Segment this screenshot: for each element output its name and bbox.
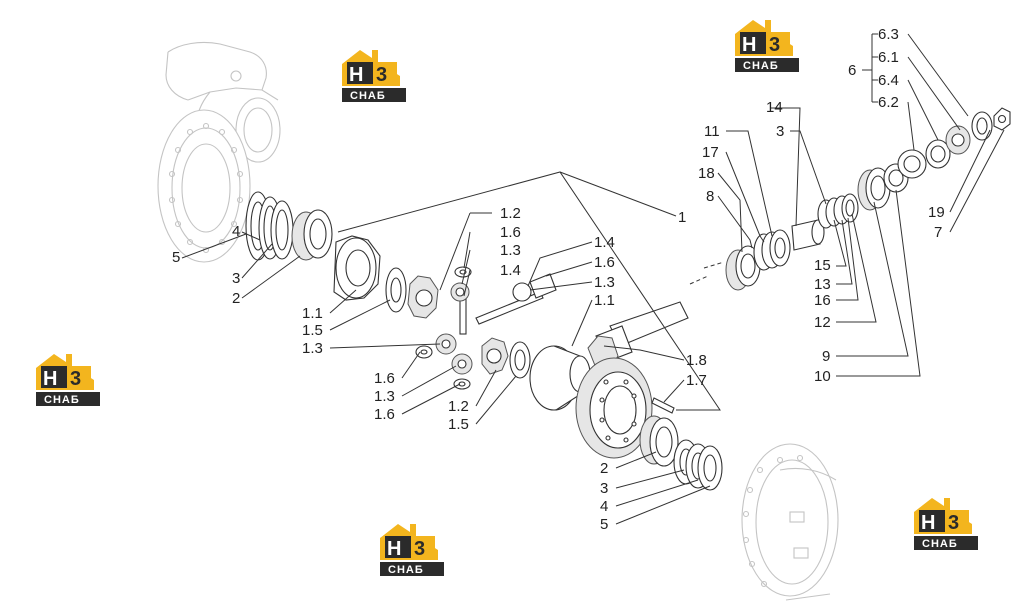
label-10: 10 [814, 368, 831, 385]
label-16: 16 [814, 292, 831, 309]
label-11: 11 [704, 123, 720, 140]
label-13: 13 [814, 276, 831, 293]
washer-small-c [453, 378, 471, 390]
label-1-1-right: 1.1 [594, 292, 615, 309]
logo-watermark-5: CHAБ [914, 498, 978, 550]
label-3-upper: 3 [776, 123, 784, 140]
label-1-5-lower: 1.5 [448, 416, 469, 433]
label-1-3-left: 1.3 [302, 340, 323, 357]
label-2-left: 2 [232, 290, 240, 307]
thrust-washer-left [385, 267, 407, 313]
crown-bolt [651, 397, 675, 414]
axle-housing-right [741, 443, 839, 601]
input-bearing [725, 245, 761, 291]
shim-stack-left [753, 229, 791, 271]
crown-wheel [575, 357, 653, 459]
label-1-3-lower: 1.3 [374, 388, 395, 405]
label-19: 19 [928, 204, 945, 221]
axle-housing-left [157, 41, 281, 263]
label-1-6-right: 1.6 [594, 254, 615, 271]
side-gear-right [481, 337, 509, 375]
shim-stack-right [817, 193, 859, 229]
label-14: 14 [766, 99, 783, 116]
logo-sub-text: CHAБ [922, 538, 958, 550]
thrust-washer-right [509, 341, 531, 379]
label-7: 7 [934, 224, 942, 241]
label-1-3-top: 1.3 [500, 242, 521, 259]
leader-lines [181, 33, 1005, 525]
label-5-left: 5 [172, 249, 180, 266]
left-bearing [291, 209, 333, 261]
right-ring-stack [673, 439, 723, 491]
label-9: 9 [822, 348, 830, 365]
label-1-6-lower: 1.6 [374, 370, 395, 387]
label-1-8: 1.8 [686, 352, 707, 369]
spacer-sleeve [791, 219, 825, 251]
label-6-1: 6.1 [878, 49, 899, 66]
label-18: 18 [698, 165, 715, 182]
logo-sub-text: CHAБ [350, 90, 386, 102]
label-1-2-lower: 1.2 [448, 398, 469, 415]
label-8: 8 [706, 188, 714, 205]
right-bearing [639, 415, 679, 467]
logo-watermark-4: CHAБ [380, 524, 444, 576]
label-6-2: 6.2 [878, 94, 899, 111]
end-washer [971, 111, 993, 141]
label-3-left: 3 [232, 270, 240, 287]
logo-sub-text: CHAБ [743, 60, 779, 72]
side-gear-left [407, 275, 439, 319]
logo-watermark-3: CHAБ [36, 354, 100, 406]
label-1-6-bottom: 1.6 [374, 406, 395, 423]
label-6-4: 6.4 [878, 72, 899, 89]
end-nut [993, 107, 1011, 131]
label-1-7: 1.7 [686, 372, 707, 389]
label-1-1-left: 1.1 [302, 305, 323, 322]
label-1-5-left: 1.5 [302, 322, 323, 339]
washer-small-a [454, 266, 472, 278]
label-1-6-top: 1.6 [500, 224, 521, 241]
flange-assembly [897, 125, 971, 179]
left-ring-stack [245, 191, 294, 261]
label-4-right: 4 [600, 498, 608, 515]
label-2-right: 2 [600, 460, 608, 477]
pinion-gear-lower-a [435, 333, 457, 355]
washer-small-b [415, 345, 433, 359]
label-1-4-right: 1.4 [594, 234, 615, 251]
label-6: 6 [848, 62, 856, 79]
pinion-gear-upper [450, 282, 532, 302]
pinion-gear-lower-b [451, 353, 473, 375]
logo-sub-text: CHAБ [388, 564, 424, 576]
label-1-2-top: 1.2 [500, 205, 521, 222]
logo-watermark-1: CHAБ [342, 50, 406, 102]
label-6-3: 6.3 [878, 26, 899, 43]
label-15: 15 [814, 257, 831, 274]
label-1: 1 [678, 209, 686, 226]
label-1-4-top: 1.4 [500, 262, 521, 279]
label-12: 12 [814, 314, 831, 331]
pinion-shaft [587, 301, 689, 369]
label-1-3-right: 1.3 [594, 274, 615, 291]
differential-case-half [333, 235, 381, 301]
label-3-right: 3 [600, 480, 608, 497]
label-4-left: 4 [232, 223, 240, 240]
logo-watermark-2: CHAБ [735, 20, 799, 72]
label-5-right: 5 [600, 516, 608, 533]
label-17: 17 [702, 144, 719, 161]
part-labels: 1 5 4 3 2 1.1 1.5 1.3 1.2 1.6 1.3 1.4 1.… [172, 26, 945, 533]
logo-sub-text: CHAБ [44, 394, 80, 406]
